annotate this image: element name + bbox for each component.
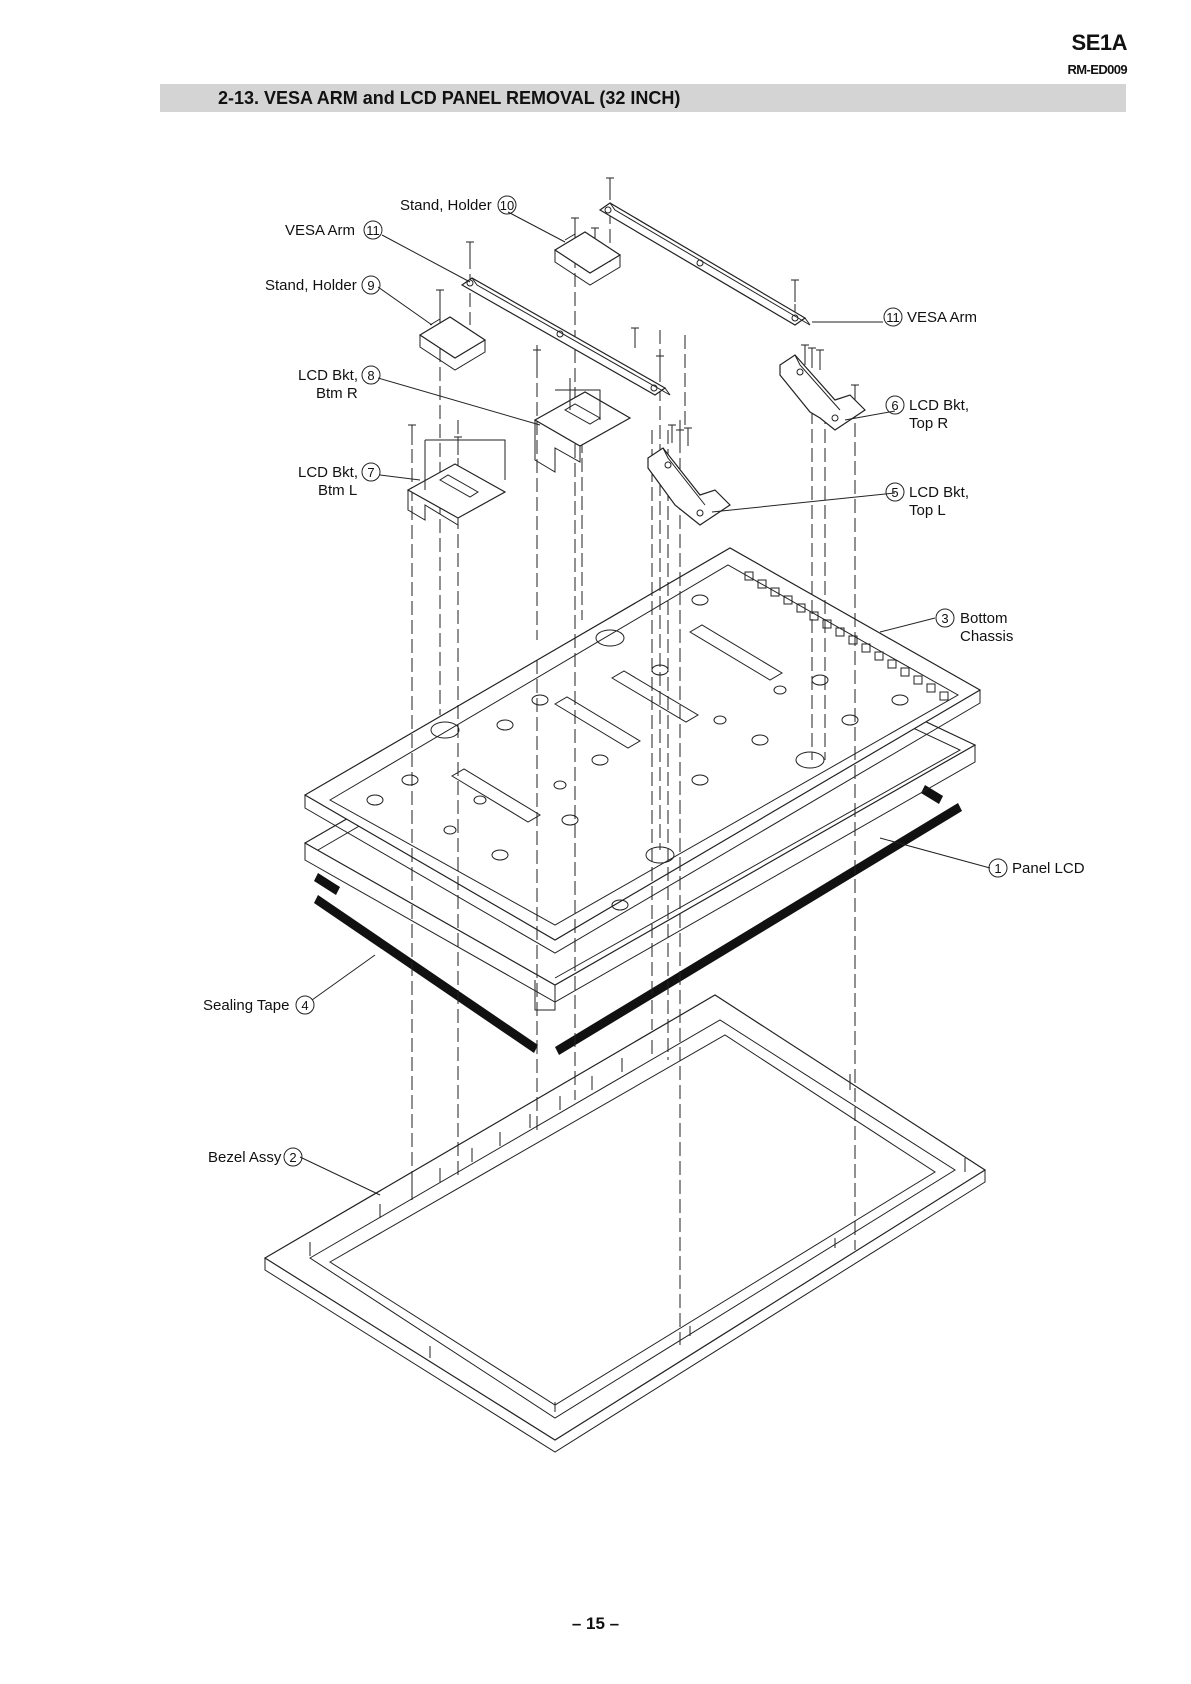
callout-vesa-arm-11-right: 11 VESA Arm: [884, 308, 977, 326]
callout-lcd-bkt-btm-r-8: LCD Bkt, Btm R 8: [298, 366, 380, 402]
callout-label: Stand, Holder: [265, 277, 357, 294]
callout-label-line1: LCD Bkt,: [298, 464, 358, 481]
callout-label: Stand, Holder: [400, 197, 492, 214]
lcd-bkt-btm-r: [535, 378, 630, 472]
callout-vesa-arm-11-left: VESA Arm 11: [285, 221, 382, 239]
callout-number: 6: [891, 398, 898, 413]
vesa-arm-left: [462, 278, 670, 395]
callout-label-line2: Chassis: [960, 628, 1013, 645]
callout-number: 11: [366, 223, 380, 238]
callout-label-line1: LCD Bkt,: [909, 397, 969, 414]
callout-label-line2: Btm L: [318, 482, 357, 499]
callout-lcd-bkt-btm-l-7: LCD Bkt, Btm L 7: [298, 463, 380, 499]
callout-sealing-tape-4: Sealing Tape 4: [203, 996, 314, 1014]
callout-lcd-bkt-top-l-5: 5 LCD Bkt, Top L: [886, 483, 969, 519]
callout-label-line1: Bottom: [960, 610, 1008, 627]
callout-number: 4: [301, 998, 308, 1013]
callout-stand-holder-9: Stand, Holder 9: [265, 276, 380, 294]
callout-bottom-chassis-3: 3 Bottom Chassis: [936, 609, 1013, 645]
bezel-assy: [265, 995, 985, 1452]
callout-label-line2: Top L: [909, 502, 946, 519]
callout-label: Sealing Tape: [203, 997, 289, 1014]
stand-holder-9: [420, 317, 485, 370]
callout-label-line1: LCD Bkt,: [909, 484, 969, 501]
callout-number: 1: [994, 861, 1001, 876]
callout-number: 8: [367, 368, 374, 383]
callout-label: Panel LCD: [1012, 860, 1085, 877]
callout-label-line2: Btm R: [316, 385, 358, 402]
callout-number: 5: [891, 485, 898, 500]
callout-label: VESA Arm: [285, 222, 355, 239]
callout-number: 7: [367, 465, 374, 480]
page-number: – 15 –: [0, 1614, 1191, 1634]
callout-lcd-bkt-top-r-6: 6 LCD Bkt, Top R: [886, 396, 969, 432]
callout-number: 2: [289, 1150, 296, 1165]
callout-label: VESA Arm: [907, 309, 977, 326]
callout-number: 9: [367, 278, 374, 293]
callout-number: 11: [886, 310, 900, 325]
callout-bezel-assy-2: Bezel Assy 2: [208, 1148, 302, 1166]
lcd-bkt-btm-l: [408, 440, 505, 525]
callout-panel-lcd-1: 1 Panel LCD: [989, 859, 1085, 877]
callout-label-line2: Top R: [909, 415, 948, 432]
callout-number: 3: [941, 611, 948, 626]
callout-number: 10: [500, 198, 514, 213]
callout-stand-holder-10: Stand, Holder 10: [400, 196, 516, 214]
vesa-arm-right: [600, 203, 810, 325]
callout-label: Bezel Assy: [208, 1149, 282, 1166]
callout-label-line1: LCD Bkt,: [298, 367, 358, 384]
